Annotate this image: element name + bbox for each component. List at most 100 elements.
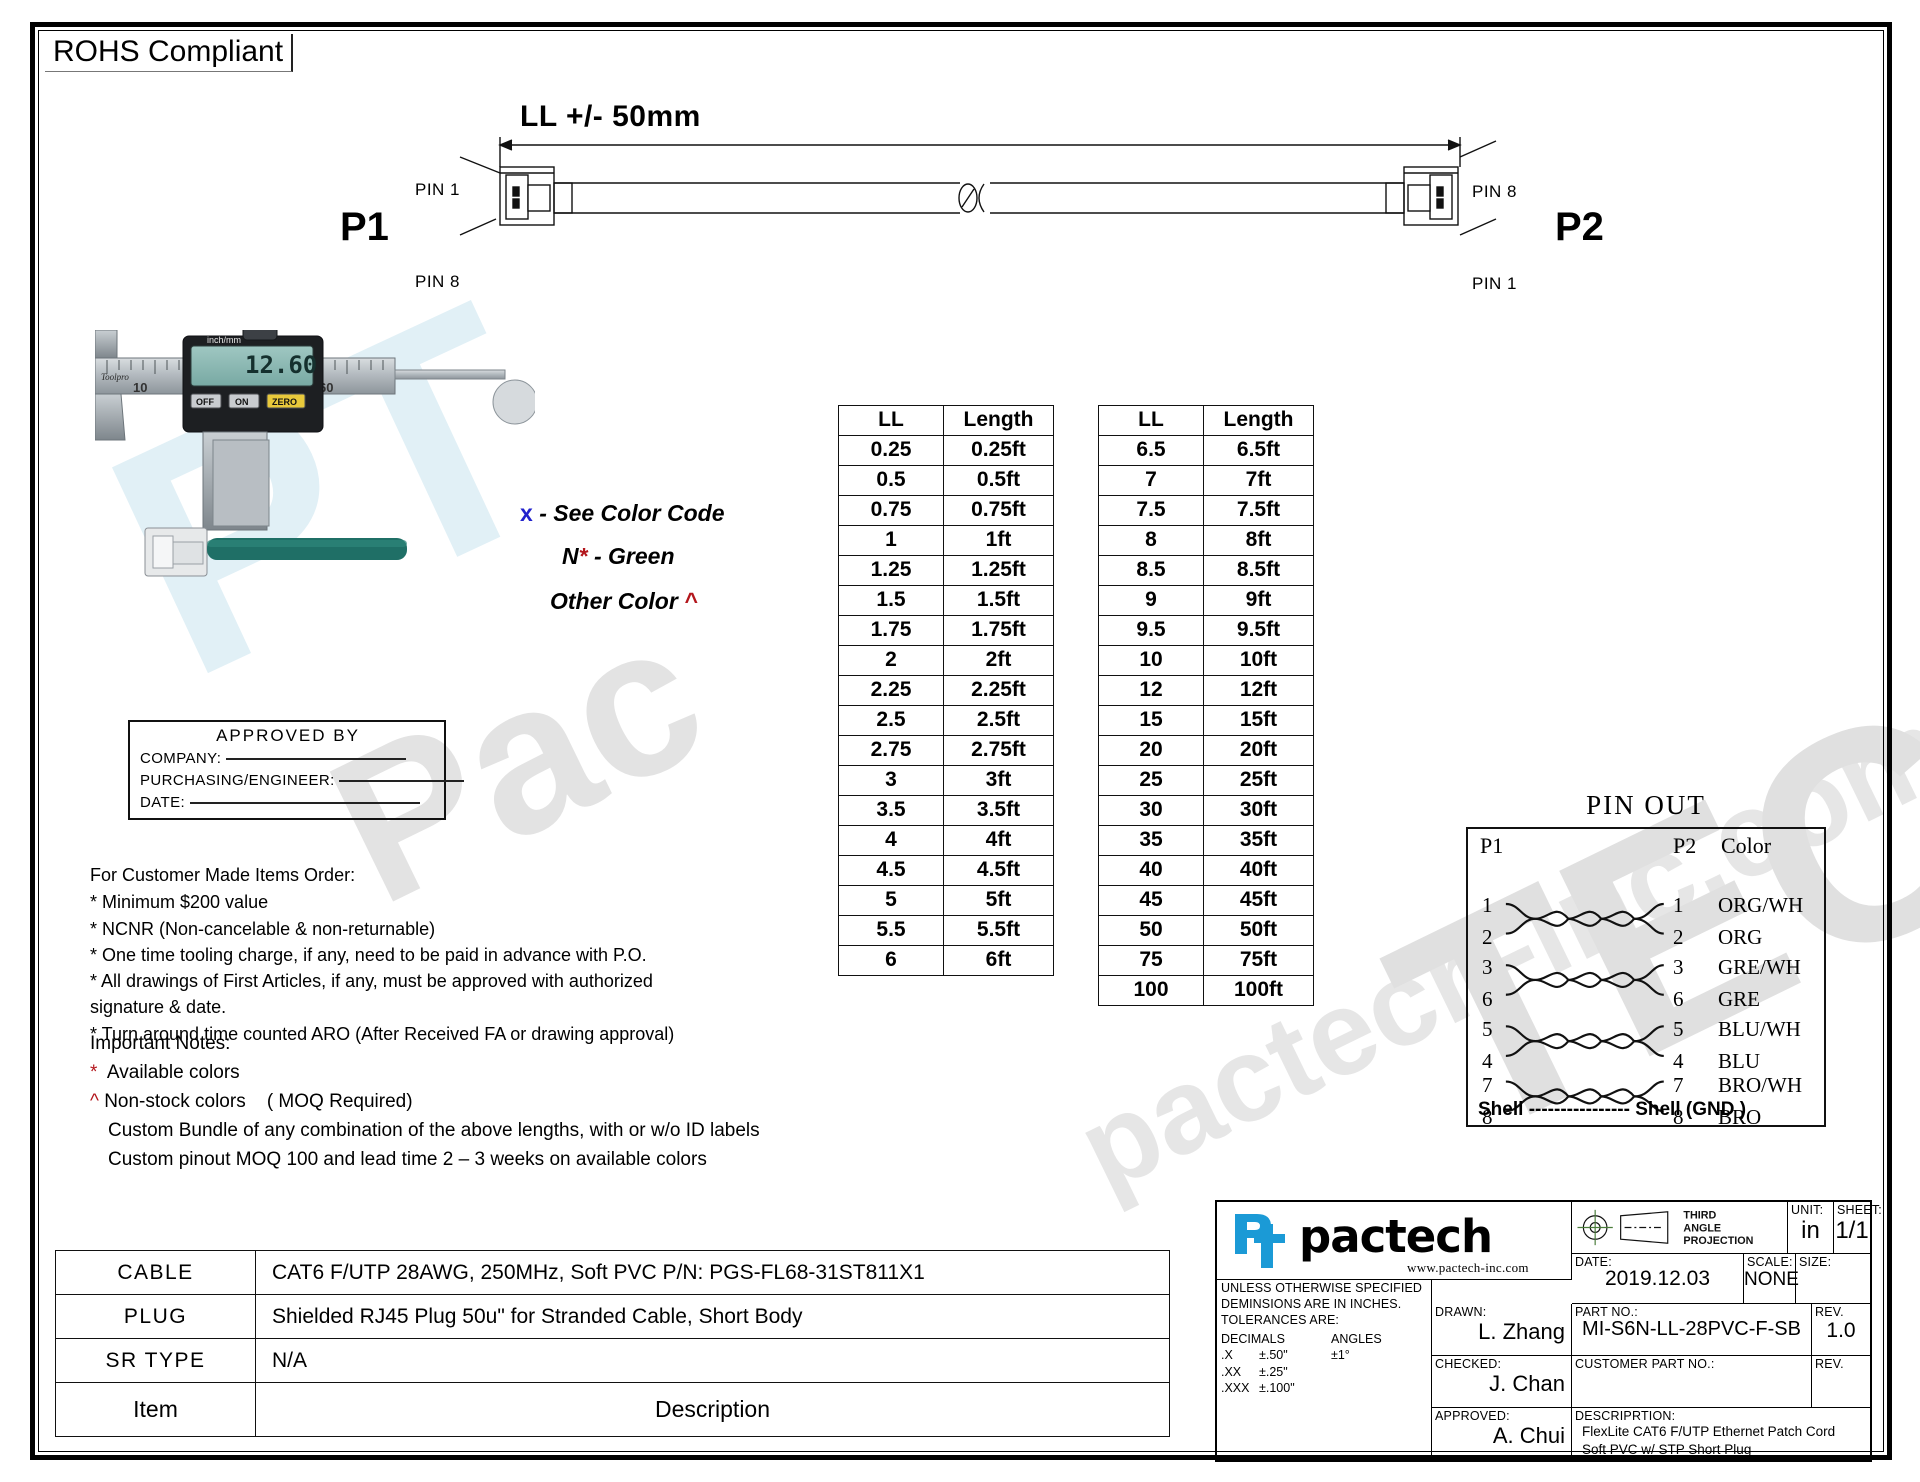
cell-length: 1ft: [943, 525, 1054, 556]
cell-length: 1.75ft: [943, 615, 1054, 646]
pinout-shell-left: Shell: [1478, 1099, 1524, 1120]
rev-label: REV.: [1815, 1305, 1844, 1319]
cell-ll: 2: [838, 645, 944, 676]
cell-ll: 15: [1098, 705, 1204, 736]
tolerance-line-3: TOLERANCES ARE:: [1221, 1313, 1339, 1327]
cell-ll: 0.25: [838, 435, 944, 466]
customer-order-notes: For Customer Made Items Order: * Minimum…: [90, 862, 674, 1047]
cell-length: 40ft: [1203, 855, 1314, 886]
table2-header-ll: LL: [1098, 405, 1204, 436]
custom-pinout-note: Custom pinout MOQ 100 and lead time 2 – …: [108, 1148, 707, 1170]
description-cell: DESCRIPRTION: FlexLite CAT6 F/UTP Ethern…: [1572, 1408, 1870, 1460]
pinout-p1-number: 2: [1482, 925, 1493, 949]
cell-ll: 2.5: [838, 705, 944, 736]
cell-ll: 40: [1098, 855, 1204, 886]
scale-label: SCALE:: [1747, 1255, 1793, 1269]
projection-line-2: ANGLE: [1683, 1222, 1721, 1234]
cable-length-dimension-label: LL +/- 50mm: [520, 100, 701, 133]
approved-date-label: DATE:: [140, 794, 186, 811]
projection-line-1: THIRD: [1683, 1210, 1716, 1222]
cell-length: 9ft: [1203, 585, 1314, 616]
approved-label: APPROVED:: [1435, 1409, 1510, 1423]
cell-ll: 5: [838, 885, 944, 916]
pinout-twisted-pairs: [1505, 902, 1664, 1113]
cell-length: 50ft: [1203, 915, 1314, 946]
tolerance-angles-header: ANGLES: [1331, 1332, 1382, 1346]
cell-length: 4.5ft: [943, 855, 1054, 886]
sheet-label: SHEET:: [1837, 1203, 1882, 1217]
tol-xx-key: .XX: [1221, 1364, 1242, 1379]
unit-value: in: [1801, 1217, 1820, 1244]
cell-length: 7.5ft: [1203, 495, 1314, 526]
pinout-p2-number: 4: [1673, 1049, 1684, 1073]
pinout-p1-number: 5: [1482, 1017, 1493, 1041]
pinout-p2-number: 8: [1673, 1105, 1684, 1129]
cell-ll: 8: [1098, 525, 1204, 556]
caliper-brand: Toolpro: [101, 372, 129, 382]
size-label: SIZE:: [1799, 1255, 1832, 1269]
cell-length: 5.5ft: [943, 915, 1054, 946]
checked-value: J. Chan: [1489, 1371, 1565, 1396]
cell-ll: 100: [1098, 975, 1204, 1006]
spec-label: SR TYPE: [55, 1338, 256, 1383]
drawing-frame-outer: [30, 22, 1892, 1460]
approved-value: A. Chui: [1492, 1423, 1565, 1448]
date-cell: DATE: 2019.12.03: [1572, 1254, 1744, 1304]
tolerance-line-2: DEMINSIONS ARE IN INCHES.: [1221, 1297, 1402, 1311]
tolerance-line-1: UNLESS OTHERWISE SPECIFIED: [1221, 1281, 1423, 1295]
cell-length: 75ft: [1203, 945, 1314, 976]
non-stock-colors-caret: ^: [90, 1090, 99, 1112]
rohs-compliant-label: ROHS Compliant: [45, 34, 294, 72]
cell-ll: 5.5: [838, 915, 944, 946]
cell-length: 7ft: [1203, 465, 1314, 496]
drawn-value: L. Zhang: [1478, 1319, 1565, 1344]
caliper-zero-button: ZERO: [272, 397, 297, 407]
cell-ll: 75: [1098, 945, 1204, 976]
cell-ll: 2.25: [838, 675, 944, 706]
cell-length: 3.5ft: [943, 795, 1054, 826]
company-logo-cell: pactech www.pactech-inc.com: [1217, 1202, 1572, 1280]
cell-ll: 7.5: [1098, 495, 1204, 526]
cell-ll: 45: [1098, 885, 1204, 916]
drawn-by-cell: DRAWN: L. Zhang: [1432, 1304, 1572, 1356]
tol-xxx-key: .XXX: [1221, 1380, 1250, 1395]
available-colors-text: Available colors: [106, 1061, 240, 1083]
customer-part-label: CUSTOMER PART NO.:: [1575, 1357, 1715, 1371]
approved-company-field[interactable]: [225, 758, 406, 760]
item-header: Item: [55, 1382, 256, 1437]
caliper-unit-label: inch/mm: [207, 335, 241, 345]
pinout-p2-number: 7: [1673, 1073, 1684, 1097]
part-number-cell: PART NO.: MI-S6N-LL-28PVC-F-SB: [1572, 1304, 1812, 1356]
cell-length: 30ft: [1203, 795, 1314, 826]
cell-ll: 2.75: [838, 735, 944, 766]
pinout-color-label: BRO: [1718, 1105, 1762, 1129]
table1-header-length: Length: [943, 405, 1054, 436]
scale-value: NONE: [1744, 1269, 1799, 1290]
pinout-p1-number: 8: [1482, 1105, 1493, 1129]
connector-p1-label: P1: [340, 205, 389, 249]
approved-date-field[interactable]: [189, 802, 420, 804]
p2-pin1-label: PIN 1: [1472, 274, 1518, 293]
cell-ll: 9.5: [1098, 615, 1204, 646]
pinout-color-label: BLU: [1718, 1049, 1760, 1073]
size-cell: SIZE:: [1796, 1254, 1870, 1304]
approved-purchasing-field[interactable]: [339, 780, 465, 782]
